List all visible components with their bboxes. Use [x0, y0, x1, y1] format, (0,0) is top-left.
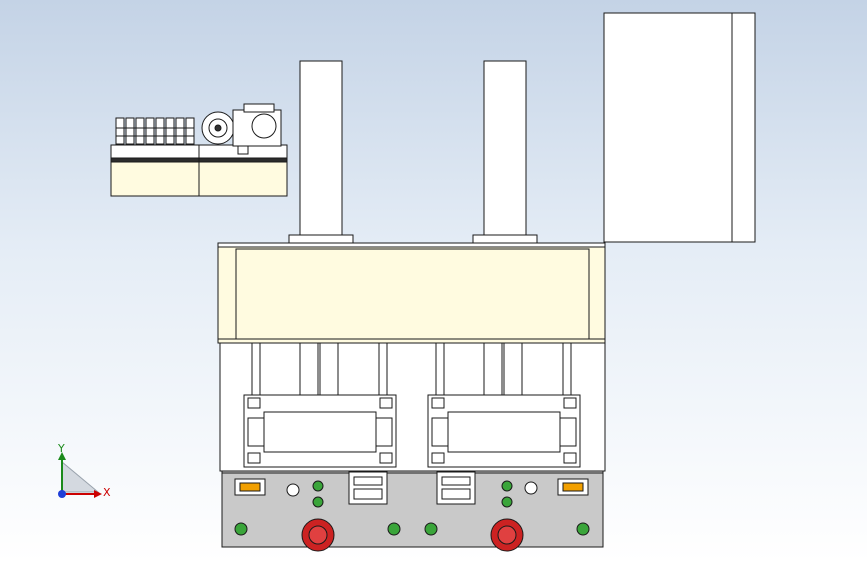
axis-x-label: X — [103, 486, 111, 499]
left-emergency-stop-button[interactable] — [301, 518, 335, 552]
right-emergency-stop-button[interactable] — [490, 518, 524, 552]
valve-manifold-module[interactable] — [110, 103, 288, 197]
valve-stack — [115, 117, 195, 145]
control-panel[interactable] — [221, 470, 604, 552]
coordinate-triad — [48, 444, 110, 506]
green-button-7[interactable] — [424, 522, 438, 536]
green-button-5[interactable] — [234, 522, 248, 536]
right-fixture[interactable] — [427, 394, 581, 468]
green-button-2[interactable] — [312, 496, 324, 508]
axis-y-label: Y — [58, 442, 65, 455]
left-display — [348, 471, 388, 505]
green-button-4[interactable] — [501, 496, 513, 508]
gear-motor — [201, 103, 282, 155]
right-column[interactable] — [472, 60, 538, 244]
right-display — [436, 471, 476, 505]
green-button-6[interactable] — [387, 522, 401, 536]
machine-body[interactable] — [219, 342, 606, 472]
left-selector-knob[interactable] — [286, 483, 300, 497]
electrical-cabinet[interactable] — [603, 12, 756, 243]
left-counter — [234, 478, 266, 496]
right-selector-knob[interactable] — [524, 481, 538, 495]
green-button-3[interactable] — [501, 480, 513, 492]
left-fixture[interactable] — [243, 394, 397, 468]
left-column[interactable] — [288, 60, 354, 244]
right-counter — [557, 478, 589, 496]
green-button-1[interactable] — [312, 480, 324, 492]
top-beam-cover[interactable] — [217, 242, 606, 344]
green-button-8[interactable] — [576, 522, 590, 536]
